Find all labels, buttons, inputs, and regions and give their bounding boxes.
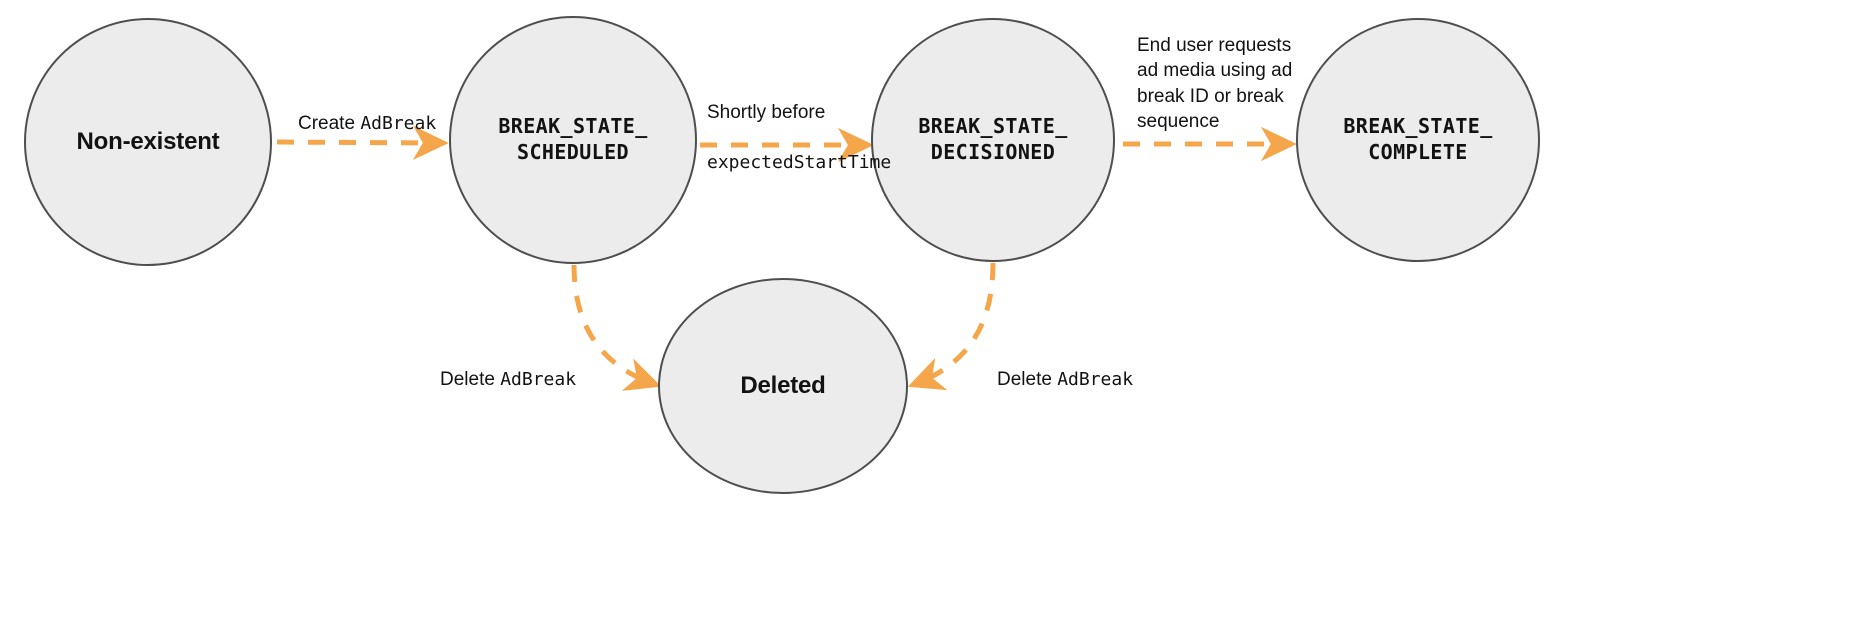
edge-delete-adbreak-from-decisioned xyxy=(907,262,996,391)
node-break-state-scheduled[interactable]: BREAK_STATE_ SCHEDULED xyxy=(449,16,697,264)
node-label: BREAK_STATE_ COMPLETE xyxy=(1343,114,1493,164)
edge-label-create-adbreak: Create AdBreak xyxy=(298,86,436,137)
edge-label-delete-adbreak-from-scheduled: Delete AdBreak xyxy=(440,342,576,393)
edge-create-adbreak xyxy=(276,125,449,161)
node-label: BREAK_STATE_ SCHEDULED xyxy=(498,114,648,164)
edge-label-text-plain: Delete xyxy=(997,369,1058,391)
node-non-existent[interactable]: Non-existent xyxy=(24,18,272,266)
edge-label-end-user-requests-ad-media: End user requests ad media using ad brea… xyxy=(1137,35,1293,132)
edge-label-text-plain: Delete xyxy=(440,369,501,391)
node-deleted[interactable]: Deleted xyxy=(658,278,908,494)
node-label: BREAK_STATE_ DECISIONED xyxy=(918,114,1068,164)
edge-label-text-plain: Create xyxy=(298,113,361,135)
edge-delete-adbreak-from-scheduled xyxy=(571,264,662,391)
node-label: Non-existent xyxy=(76,127,220,155)
edge-label-text-mono: AdBreak xyxy=(360,113,437,135)
node-label: Deleted xyxy=(740,371,826,399)
edge-label-delete-adbreak-from-decisioned: Delete AdBreak xyxy=(997,342,1133,393)
node-break-state-decisioned[interactable]: BREAK_STATE_ DECISIONED xyxy=(871,18,1115,262)
edge-label-text-mono: AdBreak xyxy=(500,369,577,391)
edge-label-text-mono: AdBreak xyxy=(1057,369,1134,391)
edge-label-line-2: expectedStartTime xyxy=(707,151,892,173)
edge-label-line-1: Shortly before xyxy=(707,102,826,124)
node-break-state-complete[interactable]: BREAK_STATE_ COMPLETE xyxy=(1296,18,1540,262)
edge-label-shortly-before-expected-start-time: Shortly before expectedStartTime xyxy=(707,75,891,200)
